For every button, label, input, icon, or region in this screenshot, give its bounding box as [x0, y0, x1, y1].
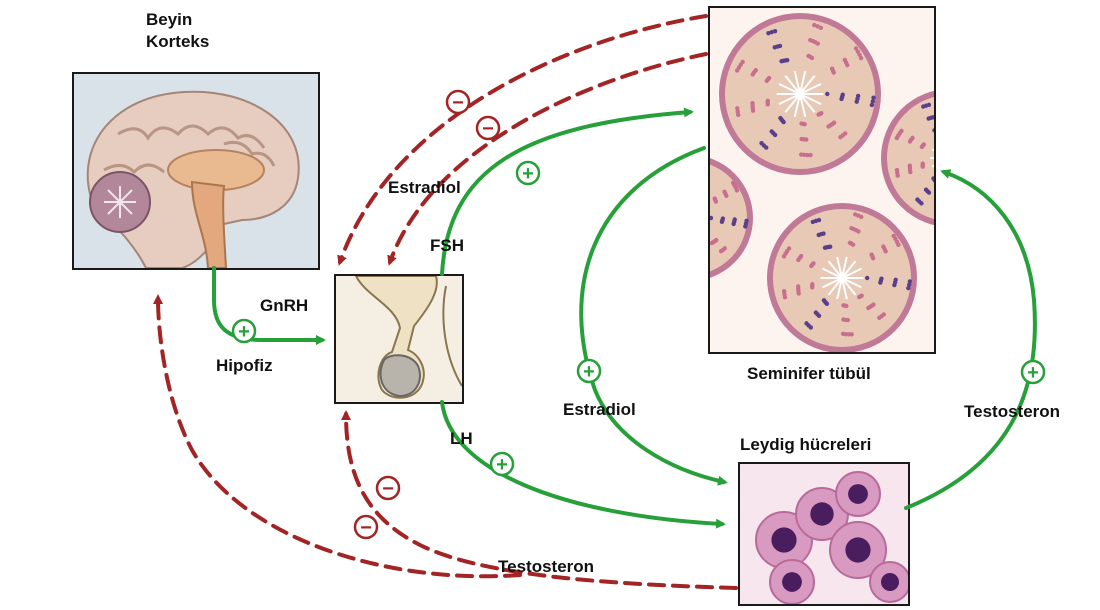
lh-arrow [442, 402, 722, 524]
svg-text:−: − [382, 478, 394, 500]
brain-title-line1: Beyin [146, 10, 192, 30]
gnrh-label: GnRH [260, 296, 308, 316]
plus-sign-fsh: + [517, 162, 539, 185]
estradiol-tubule-arrow [581, 148, 724, 482]
leydig-label: Leydig hücreleri [740, 435, 871, 455]
estradiol-feedback-outer [340, 16, 706, 262]
hipofiz-label: Hipofiz [216, 356, 273, 376]
svg-text:+: + [496, 454, 508, 476]
minus-sign-estradiol-2: − [477, 117, 499, 140]
lh-label: LH [450, 429, 473, 449]
minus-sign-testosterone-1: − [377, 477, 399, 500]
minus-sign-estradiol-1: − [447, 91, 469, 114]
plus-sign-gnrh: + [233, 320, 255, 343]
estradiol-top-label: Estradiol [388, 178, 461, 198]
svg-text:+: + [522, 163, 534, 185]
brain-title-line2: Korteks [146, 32, 209, 52]
svg-text:+: + [238, 321, 250, 343]
svg-text:−: − [482, 118, 494, 140]
svg-text:−: − [452, 92, 464, 114]
plus-sign-estradiol: + [578, 360, 600, 383]
estradiol-mid-label: Estradiol [563, 400, 636, 420]
estradiol-feedback-inner [390, 54, 706, 262]
svg-text:+: + [583, 361, 595, 383]
testosteron-right-label: Testosteron [964, 402, 1060, 422]
plus-sign-testosterone: + [1022, 361, 1044, 384]
testosterone-tubule-arrow [906, 172, 1035, 508]
testosteron-bottom-label: Testosteron [498, 557, 594, 577]
svg-text:−: − [360, 517, 372, 539]
minus-sign-testosterone-2: − [355, 516, 377, 539]
svg-text:+: + [1027, 362, 1039, 384]
fsh-label: FSH [430, 236, 464, 256]
plus-sign-lh: + [491, 453, 513, 476]
seminifer-label: Seminifer tübül [747, 364, 871, 384]
